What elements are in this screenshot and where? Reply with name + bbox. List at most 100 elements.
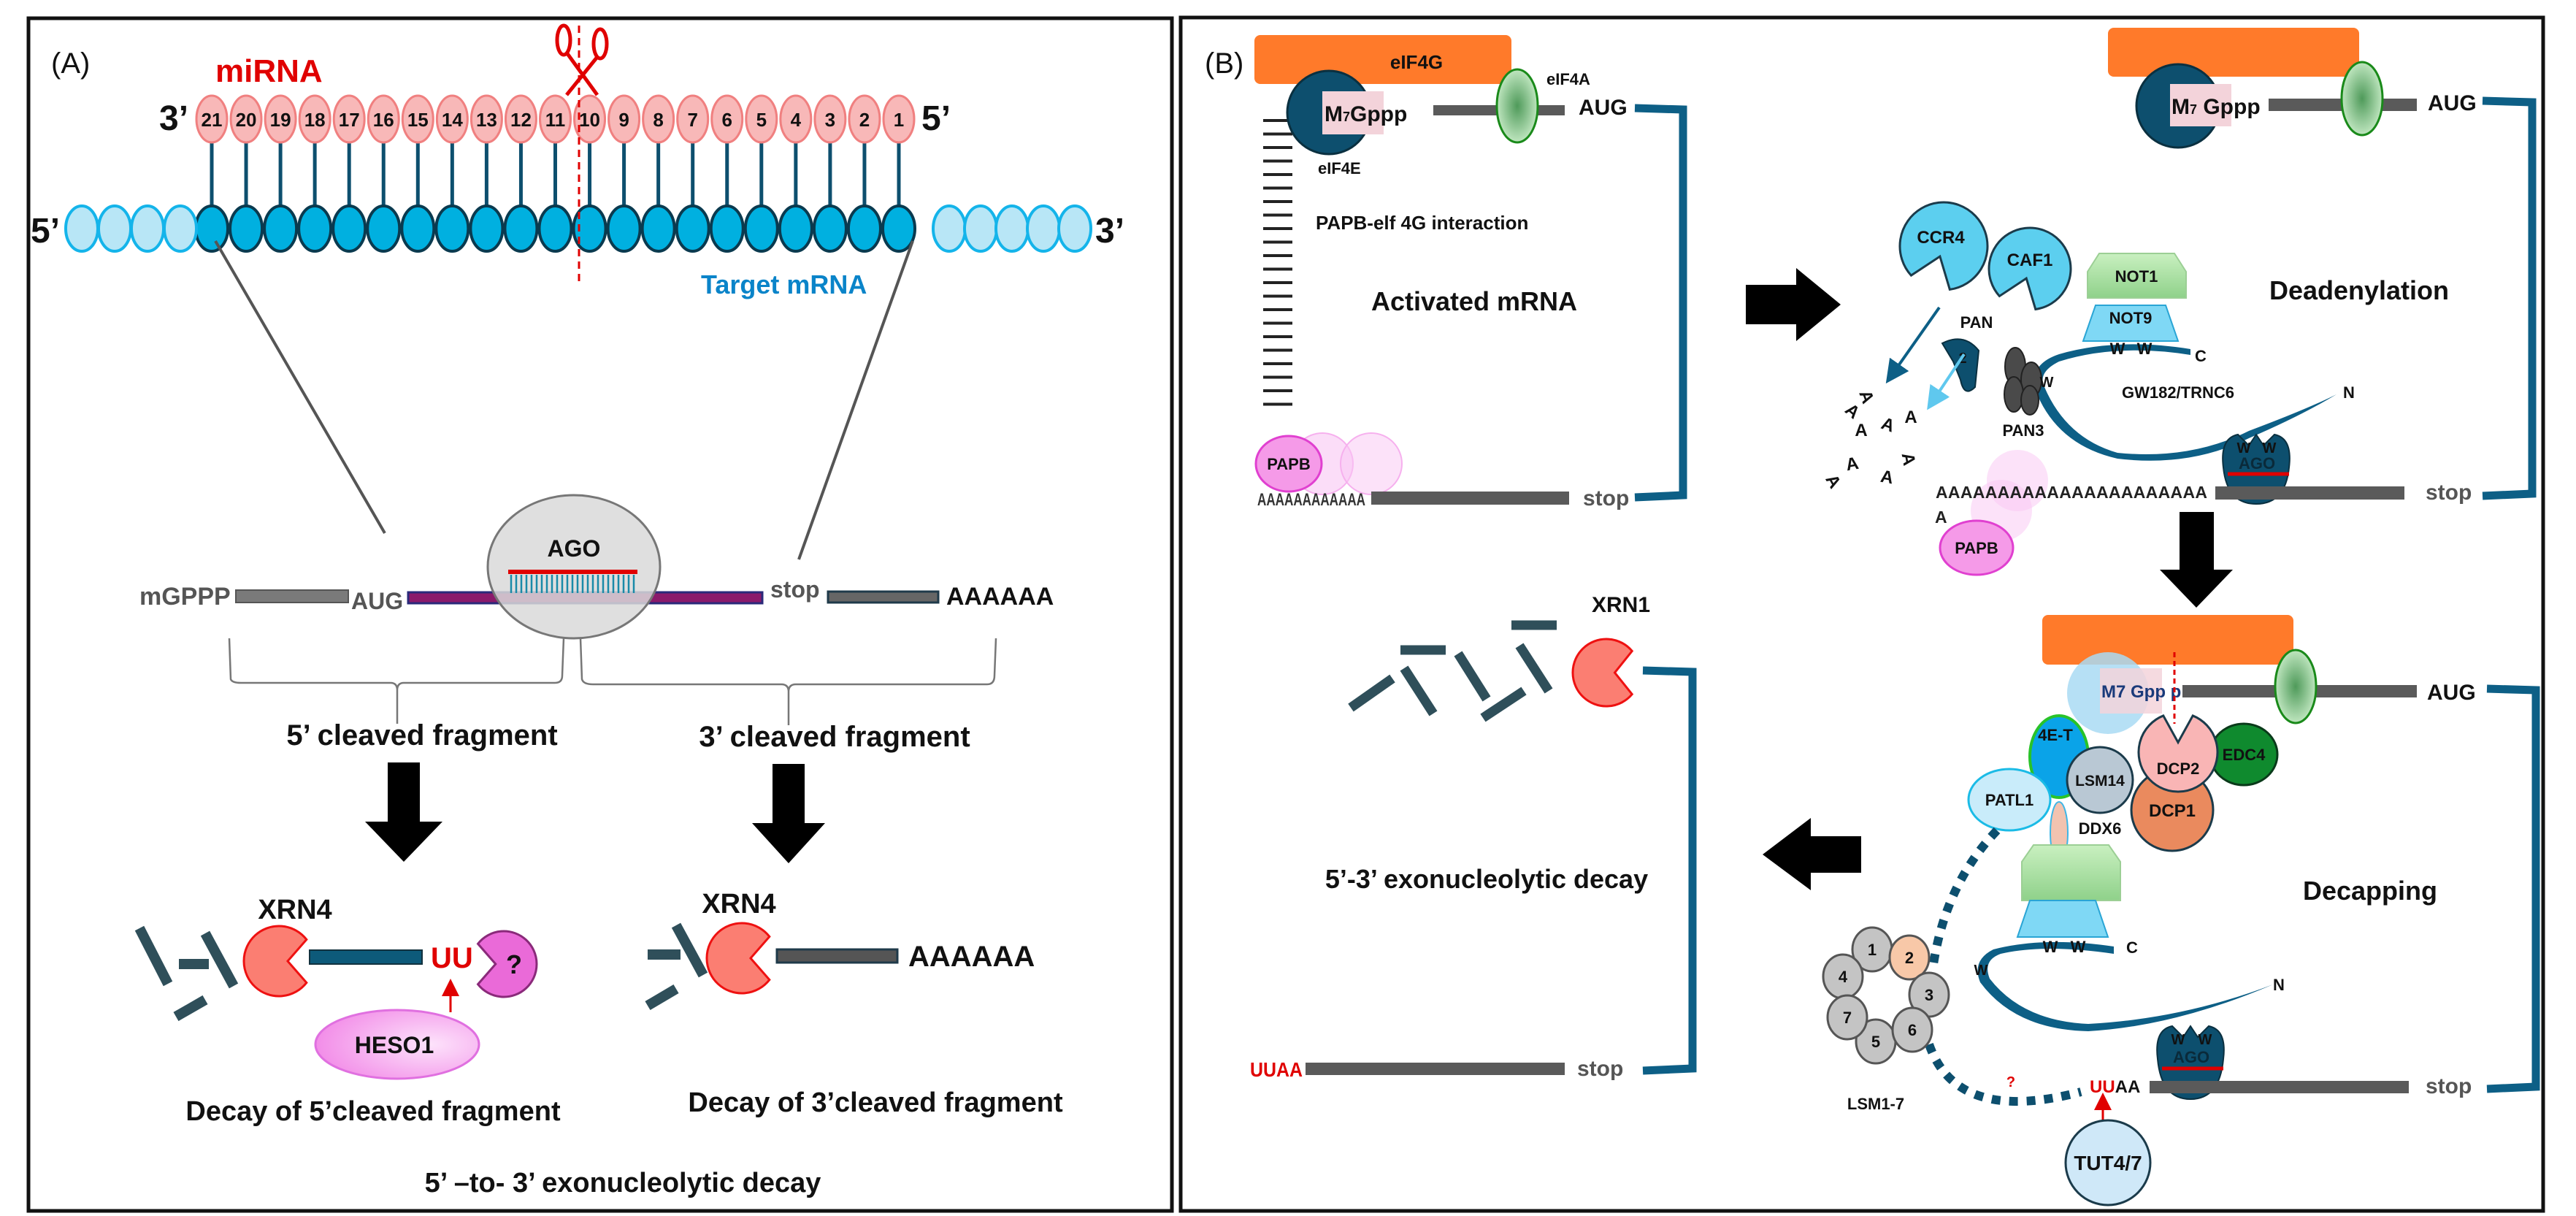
mirna-position-label: 20 <box>236 109 257 131</box>
cap-label-deadenylation: M7 Gppp <box>2171 95 2261 119</box>
dcp2-label: DCP2 <box>2157 760 2200 778</box>
zoom-line-left <box>214 240 386 535</box>
target-mrna-strand <box>64 204 1092 253</box>
polya-activated: AAAAAAAAAAAA <box>1257 490 1365 510</box>
lsm-subunit-label: 5 <box>1871 1033 1880 1051</box>
scissors-icon <box>555 23 609 96</box>
mirna-position-label: 11 <box>545 109 566 131</box>
lsm-subunit <box>1891 1006 1933 1053</box>
target-nucleotide-paired <box>366 204 402 253</box>
arrow-right <box>1746 268 1841 341</box>
down-arrow-3prime <box>752 764 825 863</box>
dcp1-label: DCP1 <box>2149 801 2196 821</box>
w-motif: W <box>2071 938 2086 956</box>
mirna-label: miRNA <box>215 53 323 89</box>
target-nucleotide-paired <box>640 204 676 253</box>
mirna-position-label: 18 <box>304 109 326 131</box>
start-codon-deadenylation: AUG <box>2428 91 2477 115</box>
not1-label: NOT1 <box>2115 267 2158 286</box>
lsm-to-tail-link <box>1925 1043 2082 1106</box>
polya-right: AAAAAA <box>908 941 1035 973</box>
eif4a-protein <box>2340 61 2384 137</box>
activated-title: Activated mRNA <box>1371 286 1577 316</box>
mirna-nucleotide <box>298 94 331 144</box>
mirna-position-label: 7 <box>687 109 697 131</box>
not9-protein <box>2082 305 2180 342</box>
target-nucleotide-unpaired <box>963 204 998 253</box>
mirna-position-label: 2 <box>859 109 870 131</box>
tut4-7-protein <box>2064 1119 2152 1207</box>
lsm-subunit-label: 2 <box>1905 949 1914 967</box>
w-motif: W <box>2263 440 2277 456</box>
gw182-protein <box>1977 941 2273 1031</box>
mirna-nucleotide <box>504 94 537 144</box>
panel-a-label: (A) <box>51 47 90 80</box>
mirna-3prime: 3’ <box>159 99 188 138</box>
mirna-position-label: 21 <box>202 109 223 131</box>
deadenylation-arrow-dark <box>1885 306 1941 384</box>
dcp2-pacman <box>2137 714 2219 793</box>
papb-label-deadenylation: PAPB <box>1955 539 1998 557</box>
xrn4-left-label: XRN4 <box>258 895 331 925</box>
stop-codon-decay: stop <box>1577 1057 1623 1081</box>
cap-box <box>2170 84 2231 126</box>
mirna-nucleotide <box>264 94 297 144</box>
released-adenosine: A <box>1879 467 1895 489</box>
base-pairing-comb <box>510 575 635 593</box>
mirna-position-label: 3 <box>825 109 835 131</box>
panel-b-frame <box>1178 15 2545 1213</box>
released-adenosine: A <box>1879 413 1898 436</box>
target-nucleotide-paired <box>572 204 607 253</box>
w-motif: W <box>1974 963 1988 979</box>
xrn4-right-label: XRN4 <box>702 889 775 919</box>
unknown-enzyme-pacman <box>476 930 538 998</box>
start-codon: AUG <box>351 588 403 614</box>
caf1-label: CAF1 <box>2007 251 2053 270</box>
utr3-bar <box>827 590 940 604</box>
mirna-nucleotide <box>367 94 400 144</box>
lsm-subunit <box>1826 994 1868 1041</box>
target-nucleotide-paired <box>846 204 882 253</box>
mirna-position-label: 12 <box>510 109 532 131</box>
mrna-loop-bracket <box>1634 104 1687 502</box>
panel-a-footer: 5’ –to- 3’ exonucleolytic decay <box>425 1168 821 1198</box>
mirna-position-label: 1 <box>894 109 904 131</box>
ago-complex <box>486 494 662 640</box>
decay3-label: Decay of 3’cleaved fragment <box>688 1087 1063 1118</box>
mirna-position-label: 6 <box>722 109 732 131</box>
target-nucleotide-unpaired <box>163 204 198 253</box>
mrna-loop-bracket <box>2486 684 2540 1093</box>
mirna-nucleotide <box>607 94 641 144</box>
rna-fragments-left <box>134 925 239 1022</box>
polya-tail: AAAAAA <box>946 583 1054 611</box>
polya-ladder <box>1263 119 1292 406</box>
uridylated-tail: UUAA <box>2090 1077 2140 1097</box>
edc4-label: EDC4 <box>2223 746 2266 764</box>
frag5-label: 5’ cleaved fragment <box>286 719 557 752</box>
released-adenosine: A <box>1821 471 1844 492</box>
decapping-title: Decapping <box>2303 876 2437 906</box>
mirna-nucleotide <box>779 94 813 144</box>
target-nucleotide-paired <box>812 204 848 253</box>
mirna-nucleotide <box>813 94 847 144</box>
pan-label: PAN <box>1960 313 1993 332</box>
tut4-7-label: TUT4/7 <box>2074 1152 2142 1174</box>
lsm-to-patl1-link <box>1929 827 2001 965</box>
eif4g-bar <box>1254 35 1511 84</box>
mirna-position-label: 8 <box>653 109 663 131</box>
lsm-subunit-label: 6 <box>1908 1021 1917 1039</box>
pan2-protein <box>1941 338 1980 392</box>
mrna-loop-bracket <box>2482 96 2537 500</box>
w-motif: W <box>2199 1032 2212 1048</box>
eif4g-label: eIF4G <box>1390 51 1443 73</box>
polya-deadenylation: AAAAAAAAAAAAAAAAAAAAAA <box>1936 483 2207 502</box>
target-nucleotide-paired <box>675 204 710 253</box>
gw182-label: GW182/TRNC6 <box>2122 383 2234 402</box>
mirna-nucleotide <box>882 94 916 144</box>
zoom-line-right <box>797 240 914 560</box>
target-nucleotide-paired <box>503 204 539 253</box>
mirna-nucleotide <box>539 94 572 144</box>
